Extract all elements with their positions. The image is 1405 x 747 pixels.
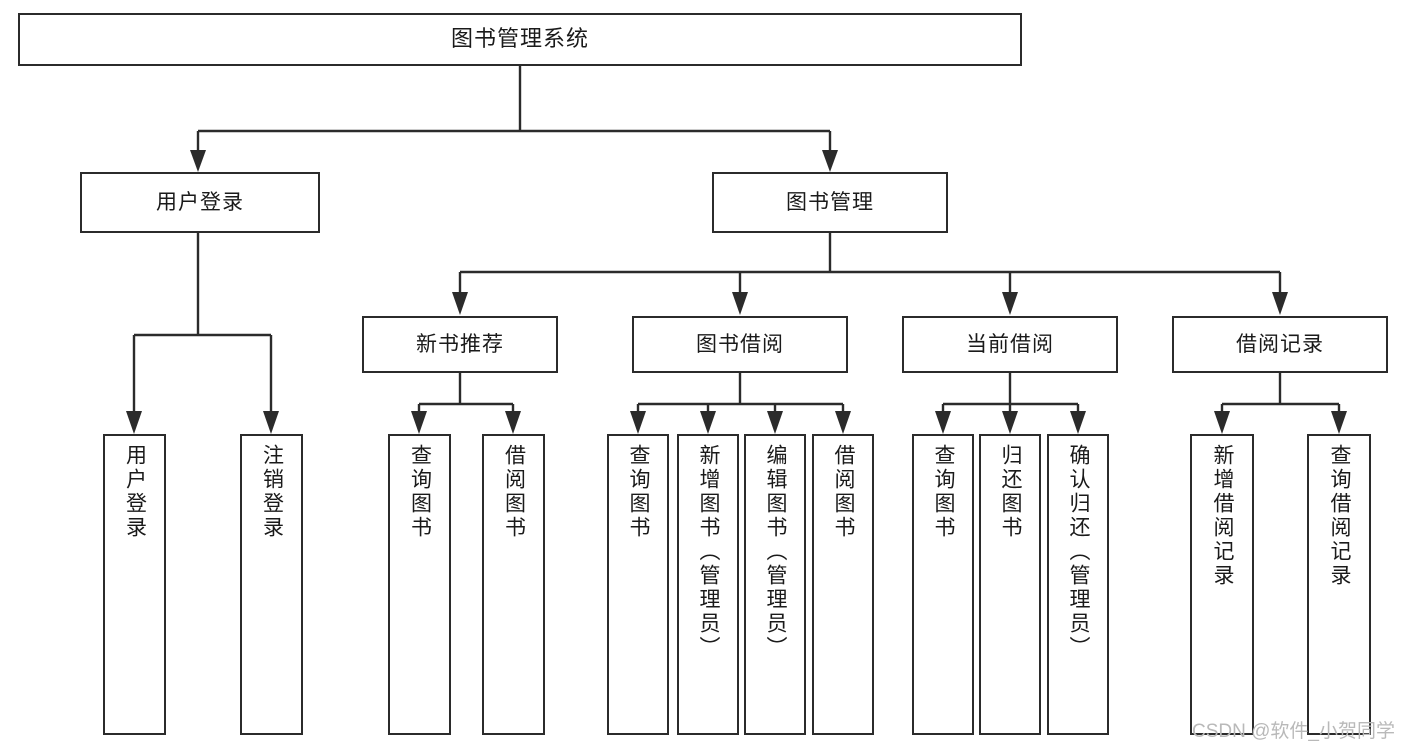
node-label: 新书推荐 xyxy=(416,332,504,356)
node-label: 图书借阅 xyxy=(696,332,784,356)
leaf-record-add-record[interactable]: 新增借阅记录 xyxy=(1190,434,1254,735)
arrowhead-recommend-leaf-2 xyxy=(505,411,521,434)
arrowhead-book-manage xyxy=(822,150,838,172)
leaf-current-return-book[interactable]: 归还图书 xyxy=(979,434,1041,735)
node-root-system[interactable]: 图书管理系统 xyxy=(18,13,1022,66)
node-label: 注销登录 xyxy=(260,444,284,540)
arrowhead-record xyxy=(1272,292,1288,315)
arrowhead-current-leaf-1 xyxy=(935,411,951,434)
leaf-recommend-query-book[interactable]: 查询图书 xyxy=(388,434,451,735)
node-book-borrow[interactable]: 图书借阅 xyxy=(632,316,848,373)
leaf-borrow-borrow-book[interactable]: 借阅图书 xyxy=(812,434,874,735)
arrowhead-current xyxy=(1002,292,1018,315)
arrowhead-recommend xyxy=(452,292,468,315)
node-label: 查询图书 xyxy=(932,444,956,540)
arrowhead-borrow-leaf-2 xyxy=(700,411,716,434)
node-label: 借阅图书 xyxy=(502,444,526,540)
node-label: 归还图书 xyxy=(999,444,1023,540)
arrowhead-leaf-user-login xyxy=(126,411,142,434)
node-label: 图书管理系统 xyxy=(450,26,589,52)
node-label: 新增图书（管理员） xyxy=(697,444,721,660)
node-user-login[interactable]: 用户登录 xyxy=(80,172,320,233)
arrowhead-recommend-leaf-1 xyxy=(411,411,427,434)
leaf-user-login-logout[interactable]: 注销登录 xyxy=(240,434,303,735)
node-label: 用户登录 xyxy=(123,444,147,540)
node-label: 查询图书 xyxy=(627,444,651,540)
leaf-user-login-login[interactable]: 用户登录 xyxy=(103,434,166,735)
node-label: 用户登录 xyxy=(156,190,244,214)
node-book-management[interactable]: 图书管理 xyxy=(712,172,948,233)
leaf-recommend-borrow-book[interactable]: 借阅图书 xyxy=(482,434,545,735)
node-label: 新增借阅记录 xyxy=(1211,444,1235,588)
node-new-book-recommend[interactable]: 新书推荐 xyxy=(362,316,558,373)
arrowhead-user-login xyxy=(190,150,206,172)
arrowhead-borrow-leaf-1 xyxy=(630,411,646,434)
node-label: 借阅图书 xyxy=(832,444,856,540)
arrowhead-borrow-leaf-4 xyxy=(835,411,851,434)
arrowhead-leaf-logout xyxy=(263,411,279,434)
node-label: 查询图书 xyxy=(408,444,432,540)
arrowhead-record-leaf-2 xyxy=(1331,411,1347,434)
leaf-record-query-record[interactable]: 查询借阅记录 xyxy=(1307,434,1371,735)
arrowhead-borrow xyxy=(732,292,748,315)
arrowhead-borrow-leaf-3 xyxy=(767,411,783,434)
node-borrow-record[interactable]: 借阅记录 xyxy=(1172,316,1388,373)
leaf-borrow-edit-book-admin[interactable]: 编辑图书（管理员） xyxy=(744,434,806,735)
node-label: 借阅记录 xyxy=(1236,332,1324,356)
leaf-current-query-book[interactable]: 查询图书 xyxy=(912,434,974,735)
node-current-borrow[interactable]: 当前借阅 xyxy=(902,316,1118,373)
arrowhead-current-leaf-2 xyxy=(1002,411,1018,434)
node-label: 确认归还（管理员） xyxy=(1067,444,1091,660)
node-label: 查询借阅记录 xyxy=(1328,444,1352,588)
node-label: 当前借阅 xyxy=(966,332,1054,356)
leaf-borrow-query-book[interactable]: 查询图书 xyxy=(607,434,669,735)
leaf-borrow-add-book-admin[interactable]: 新增图书（管理员） xyxy=(677,434,739,735)
arrowhead-record-leaf-1 xyxy=(1214,411,1230,434)
leaf-current-confirm-return-admin[interactable]: 确认归还（管理员） xyxy=(1047,434,1109,735)
node-label: 图书管理 xyxy=(786,190,874,214)
node-label: 编辑图书（管理员） xyxy=(764,444,788,660)
arrowhead-current-leaf-3 xyxy=(1070,411,1086,434)
